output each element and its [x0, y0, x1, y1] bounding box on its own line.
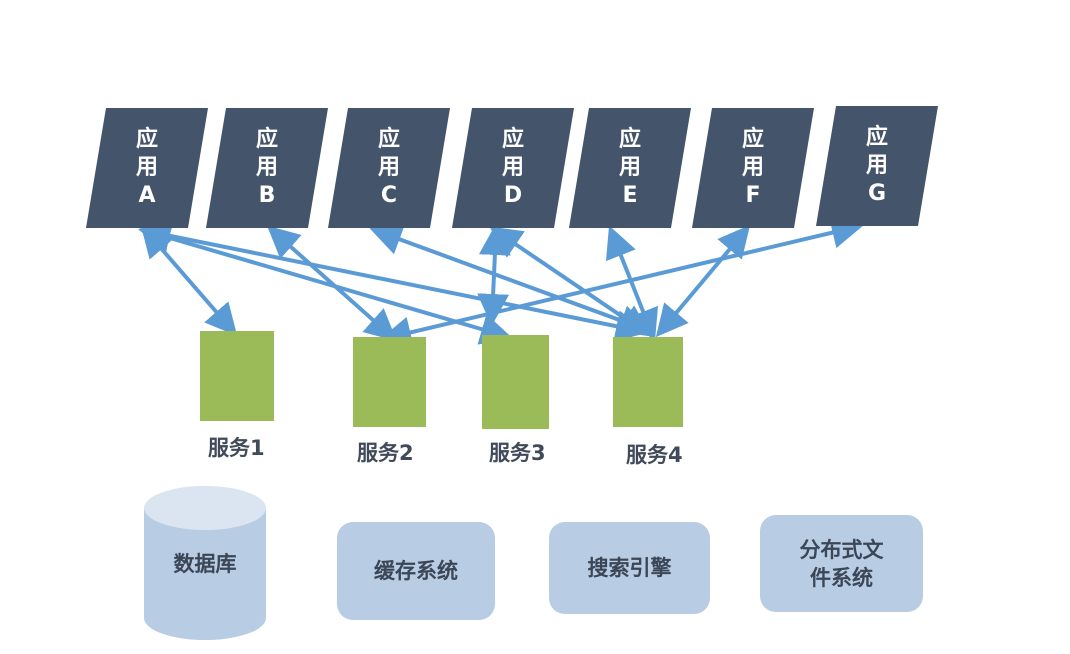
app-b-line3: B: [258, 183, 276, 208]
app-a-line2: 用: [135, 155, 158, 180]
database-icon: [144, 486, 266, 640]
app-g-line3: G: [867, 181, 887, 206]
database-cylinder: 数据库: [144, 486, 266, 640]
arrow-b-to-service-4: [267, 225, 397, 342]
app-d-line1: 应: [501, 127, 524, 152]
search-engine-box: 搜索引擎: [549, 522, 710, 614]
app-b-line2: 用: [255, 155, 278, 180]
cache-system-box: 缓存系统: [337, 522, 495, 620]
service-4-box: [613, 337, 683, 427]
app-f-line3: F: [745, 183, 761, 208]
service-3-box: [482, 335, 549, 429]
database-label: 数据库: [173, 552, 237, 576]
app-a-line1: 应: [135, 127, 158, 152]
arrow-c-to-service-5: [369, 224, 652, 336]
app-e-line2: 用: [618, 155, 641, 180]
distributed-fs-label-line2: 件系统: [810, 565, 873, 590]
app-a-line3: A: [138, 183, 156, 208]
service-2-box: [353, 337, 426, 427]
app-d-line3: D: [503, 183, 523, 208]
arrow-a-to-service-2: [138, 222, 513, 345]
service-2-label: 服务2: [357, 441, 414, 465]
app-f-line1: 应: [741, 127, 764, 152]
app-c-line1: 应: [377, 127, 400, 152]
app-e-line3: E: [622, 183, 638, 208]
app-g-line2: 用: [865, 153, 888, 178]
arrow-g-to-service-10: [379, 216, 864, 349]
service-4-label: 服务4: [626, 443, 683, 467]
arrow-f-to-service-9: [655, 224, 751, 338]
app-b-line1: 应: [255, 127, 278, 152]
service-1-label: 服务1: [208, 436, 265, 460]
distributed-fs-label-line1: 分布式文: [799, 537, 884, 562]
service-3-label: 服务3: [489, 441, 546, 465]
arrow-d-to-service-6: [477, 223, 511, 326]
app-g-line1: 应: [865, 125, 888, 150]
app-c-line2: 用: [377, 155, 400, 180]
app-e-line1: 应: [618, 127, 641, 152]
service-1-box: [200, 331, 274, 421]
search-engine-label: 搜索引擎: [587, 556, 672, 580]
app-f-line2: 用: [741, 155, 764, 180]
distributed-fs-box: 分布式文 件系统: [760, 515, 923, 612]
app-c-line3: C: [380, 183, 398, 208]
cache-system-label: 缓存系统: [374, 559, 458, 583]
app-d-line2: 用: [501, 155, 524, 180]
